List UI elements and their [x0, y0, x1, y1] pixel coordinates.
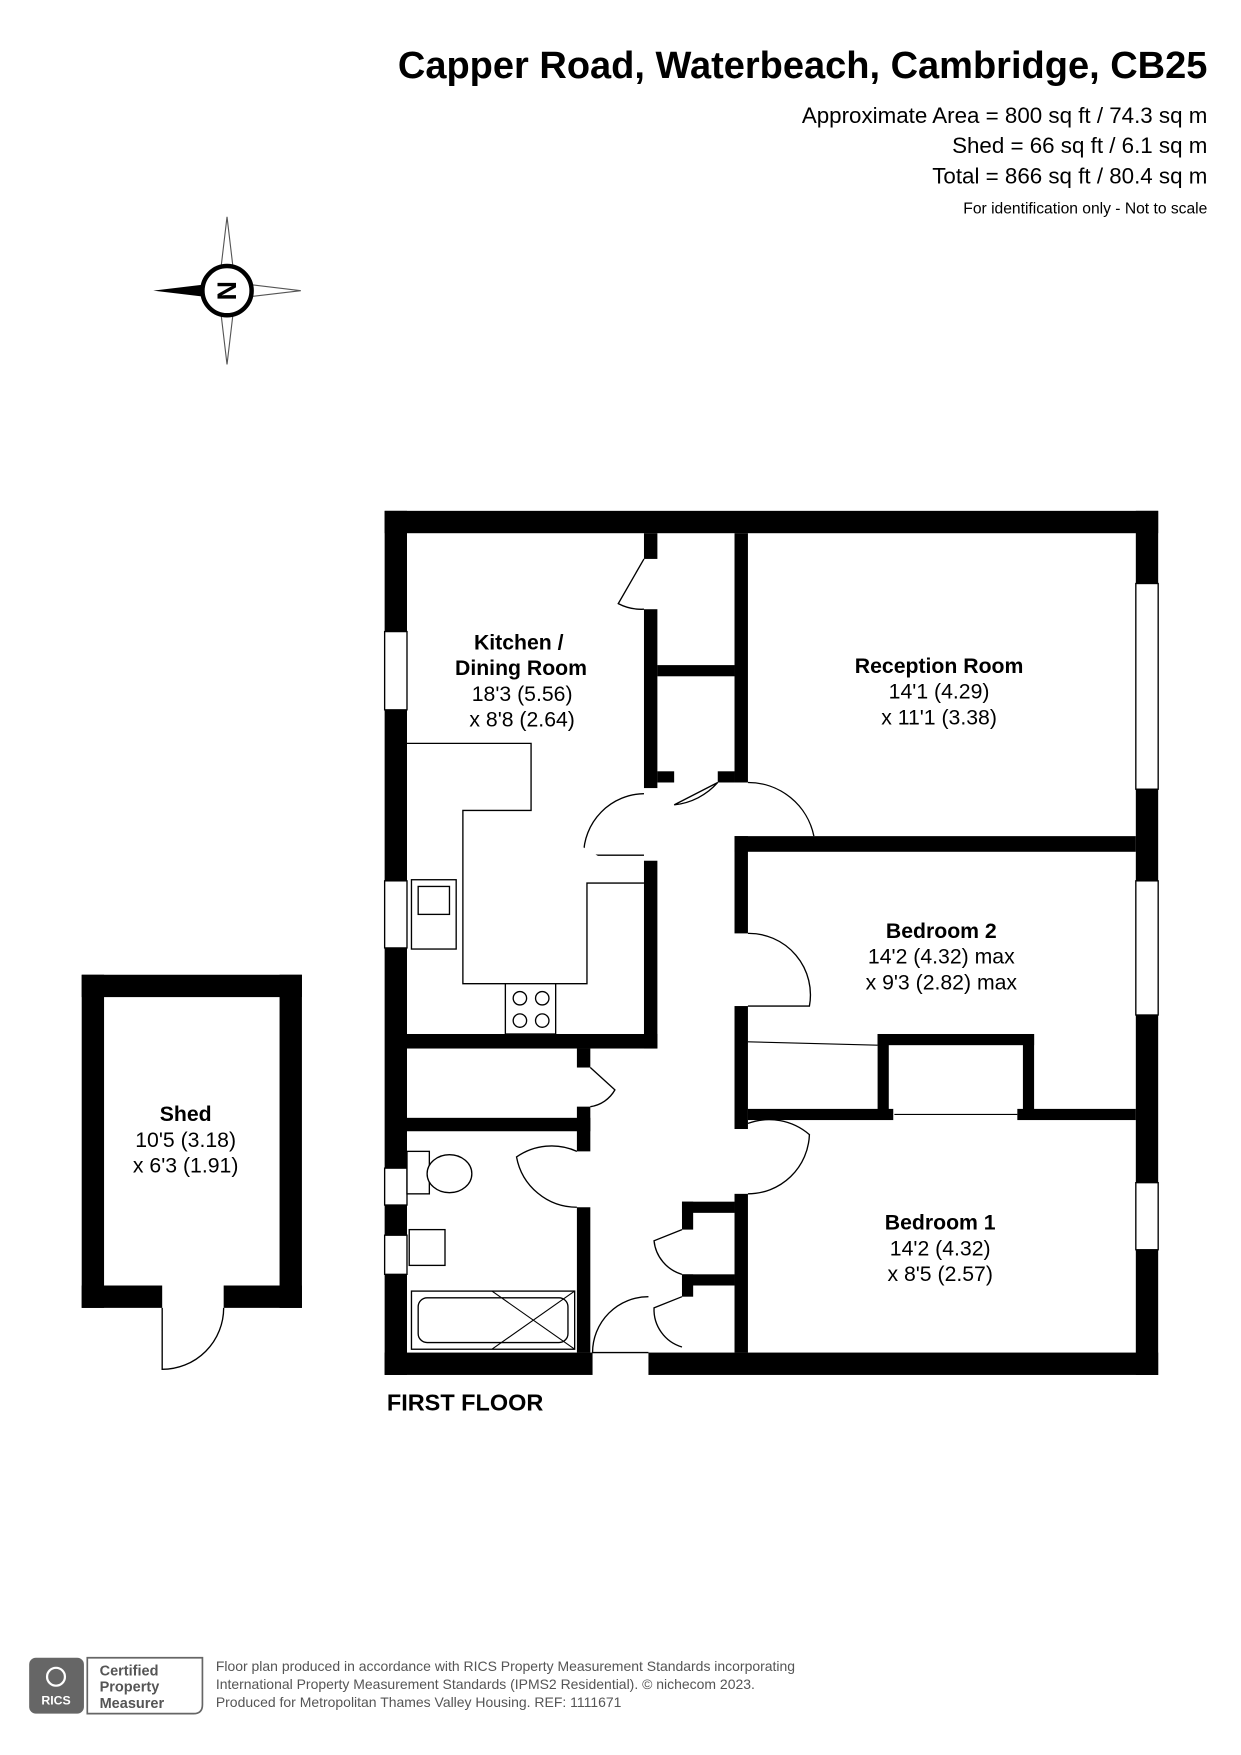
- toilet-icon: [426, 1154, 473, 1194]
- total-area: Total = 866 sq ft / 80.4 sq m: [932, 163, 1207, 188]
- svg-text:Reception Room: Reception Room: [855, 655, 1024, 678]
- window: [383, 880, 408, 949]
- room-reception: Reception Room 14'1 (4.29) x 11'1 (3.38): [855, 655, 1024, 729]
- first-floor-plan: [383, 510, 1159, 1375]
- window: [383, 630, 408, 711]
- rics-badge: RICS Certified Property Measurer: [29, 1656, 204, 1715]
- svg-text:Property: Property: [100, 1679, 160, 1695]
- svg-text:14'2 (4.32) max: 14'2 (4.32) max: [868, 946, 1015, 969]
- svg-text:x 8'5 (2.57): x 8'5 (2.57): [887, 1263, 992, 1286]
- shed-plan: [81, 974, 302, 1371]
- toilet-cistern: [406, 1150, 431, 1195]
- svg-text:10'5 (3.18): 10'5 (3.18): [135, 1129, 236, 1152]
- window: [1135, 582, 1159, 790]
- svg-text:14'1 (4.29): 14'1 (4.29): [889, 681, 990, 704]
- window: [1135, 880, 1159, 1016]
- kitchen-worktop: [406, 742, 644, 985]
- floor-label: FIRST FLOOR: [387, 1390, 543, 1416]
- hob-icon: [504, 983, 557, 1035]
- svg-text:x 9'3 (2.82) max: x 9'3 (2.82) max: [866, 971, 1018, 994]
- svg-text:Dining Room: Dining Room: [455, 657, 587, 680]
- basin-icon: [408, 1228, 446, 1267]
- footer-line-3: Produced for Metropolitan Thames Valley …: [216, 1694, 622, 1710]
- shed-area: Shed = 66 sq ft / 6.1 sq m: [952, 133, 1207, 158]
- svg-text:14'2 (4.32): 14'2 (4.32): [890, 1237, 991, 1260]
- svg-text:Measurer: Measurer: [100, 1696, 165, 1712]
- svg-text:Bedroom 2: Bedroom 2: [886, 920, 997, 943]
- svg-text:x 6'3 (1.91): x 6'3 (1.91): [133, 1155, 238, 1178]
- svg-text:x 8'8 (2.64): x 8'8 (2.64): [469, 709, 574, 732]
- svg-text:Bedroom 1: Bedroom 1: [885, 1212, 996, 1235]
- room-kitchen-dining: Kitchen / Dining Room 18'3 (5.56) x 8'8 …: [455, 631, 587, 731]
- svg-text:Kitchen /: Kitchen /: [474, 631, 564, 654]
- approx-area: Approximate Area = 800 sq ft / 74.3 sq m: [802, 103, 1208, 128]
- footer-line-2: International Property Measurement Stand…: [216, 1676, 755, 1692]
- window: [1135, 1181, 1159, 1251]
- svg-text:RICS: RICS: [41, 1694, 70, 1708]
- window: [383, 1167, 408, 1206]
- room-bedroom-1: Bedroom 1 14'2 (4.32) x 8'5 (2.57): [885, 1212, 996, 1286]
- svg-text:Certified: Certified: [100, 1664, 159, 1680]
- compass-icon: N: [153, 216, 301, 365]
- room-bedroom-2: Bedroom 2 14'2 (4.32) max x 9'3 (2.82) m…: [866, 920, 1018, 994]
- compass-letter: N: [212, 281, 242, 300]
- svg-text:18'3 (5.56): 18'3 (5.56): [472, 683, 573, 706]
- footer-line-1: Floor plan produced in accordance with R…: [216, 1658, 795, 1674]
- svg-text:Shed: Shed: [160, 1103, 212, 1126]
- disclaimer: For identification only - Not to scale: [963, 201, 1207, 218]
- room-shed: Shed 10'5 (3.18) x 6'3 (1.91): [133, 1103, 238, 1177]
- window: [383, 1234, 408, 1276]
- svg-text:x 11'1 (3.38): x 11'1 (3.38): [881, 706, 997, 729]
- property-title: Capper Road, Waterbeach, Cambridge, CB25: [398, 45, 1207, 87]
